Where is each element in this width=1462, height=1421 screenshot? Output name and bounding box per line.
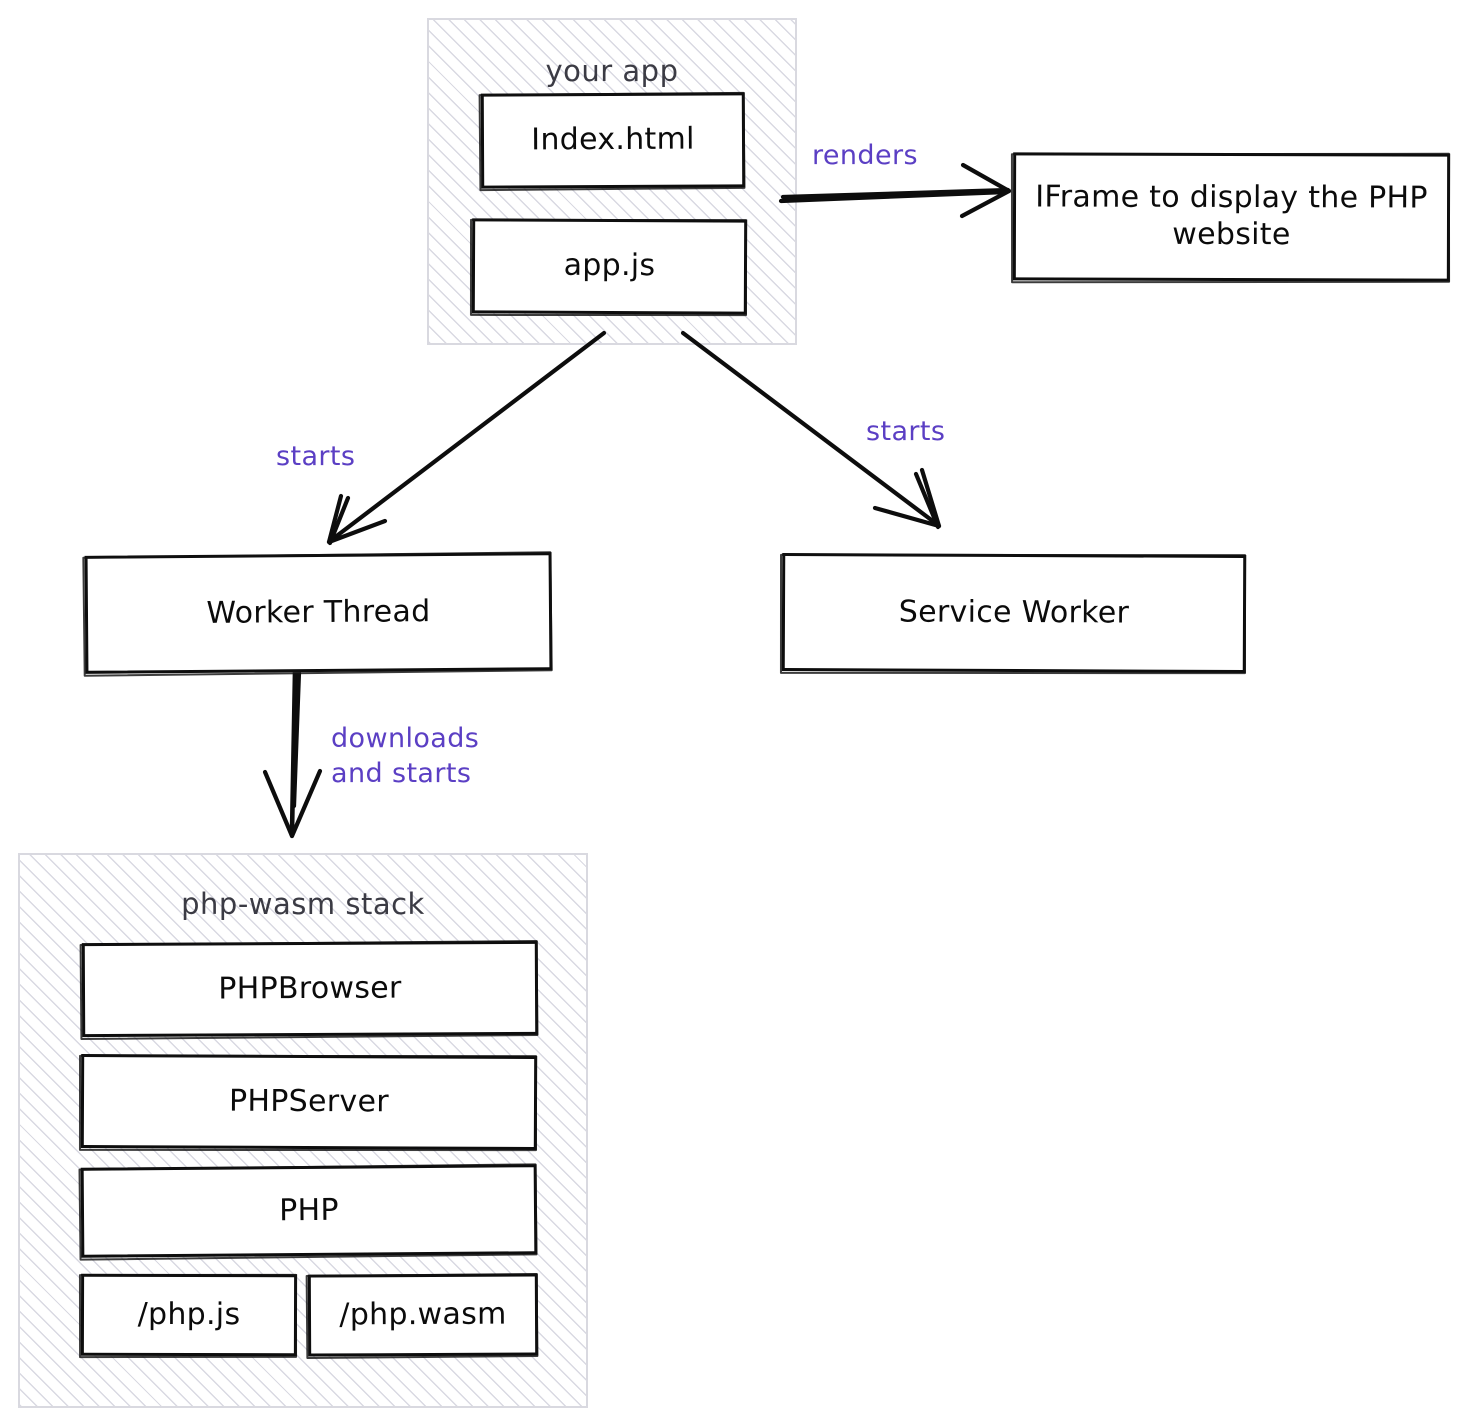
node-iframe-label: IFrame to display the PHP website (1035, 179, 1428, 253)
node-iframe[interactable]: IFrame to display the PHP website (1012, 152, 1451, 282)
node-php-browser-label: PHPBrowser (218, 970, 402, 1007)
group-your-app-title: your app (545, 54, 679, 88)
node-app-js-label: app.js (563, 248, 656, 284)
group-php-wasm-stack-title: php-wasm stack (181, 887, 425, 921)
node-php-server-label: PHPServer (229, 1083, 389, 1120)
node-php-browser[interactable]: PHPBrowser (81, 940, 539, 1038)
node-service-worker[interactable]: Service Worker (781, 552, 1247, 674)
node-php[interactable]: PHP (80, 1164, 538, 1258)
node-php-wasm-label: /php.wasm (339, 1296, 507, 1333)
node-php-js-label: /php.js (137, 1296, 241, 1332)
node-index-html-label: Index.html (531, 121, 695, 158)
node-worker-thread-label: Worker Thread (206, 593, 431, 631)
node-index-html[interactable]: Index.html (480, 92, 746, 189)
node-worker-thread[interactable]: Worker Thread (84, 552, 553, 674)
edge-label-starts-service-worker: starts (866, 416, 946, 447)
node-php-js[interactable]: /php.js (80, 1273, 298, 1357)
edge-label-downloads-and-starts: downloads and starts (331, 723, 480, 789)
edge-label-starts-worker: starts (276, 441, 356, 472)
node-php-label: PHP (279, 1192, 339, 1228)
edge-label-renders: renders (812, 140, 918, 171)
node-php-server[interactable]: PHPServer (80, 1054, 538, 1150)
node-app-js[interactable]: app.js (471, 218, 748, 315)
node-service-worker-label: Service Worker (898, 594, 1130, 631)
node-php-wasm[interactable]: /php.wasm (307, 1273, 539, 1357)
